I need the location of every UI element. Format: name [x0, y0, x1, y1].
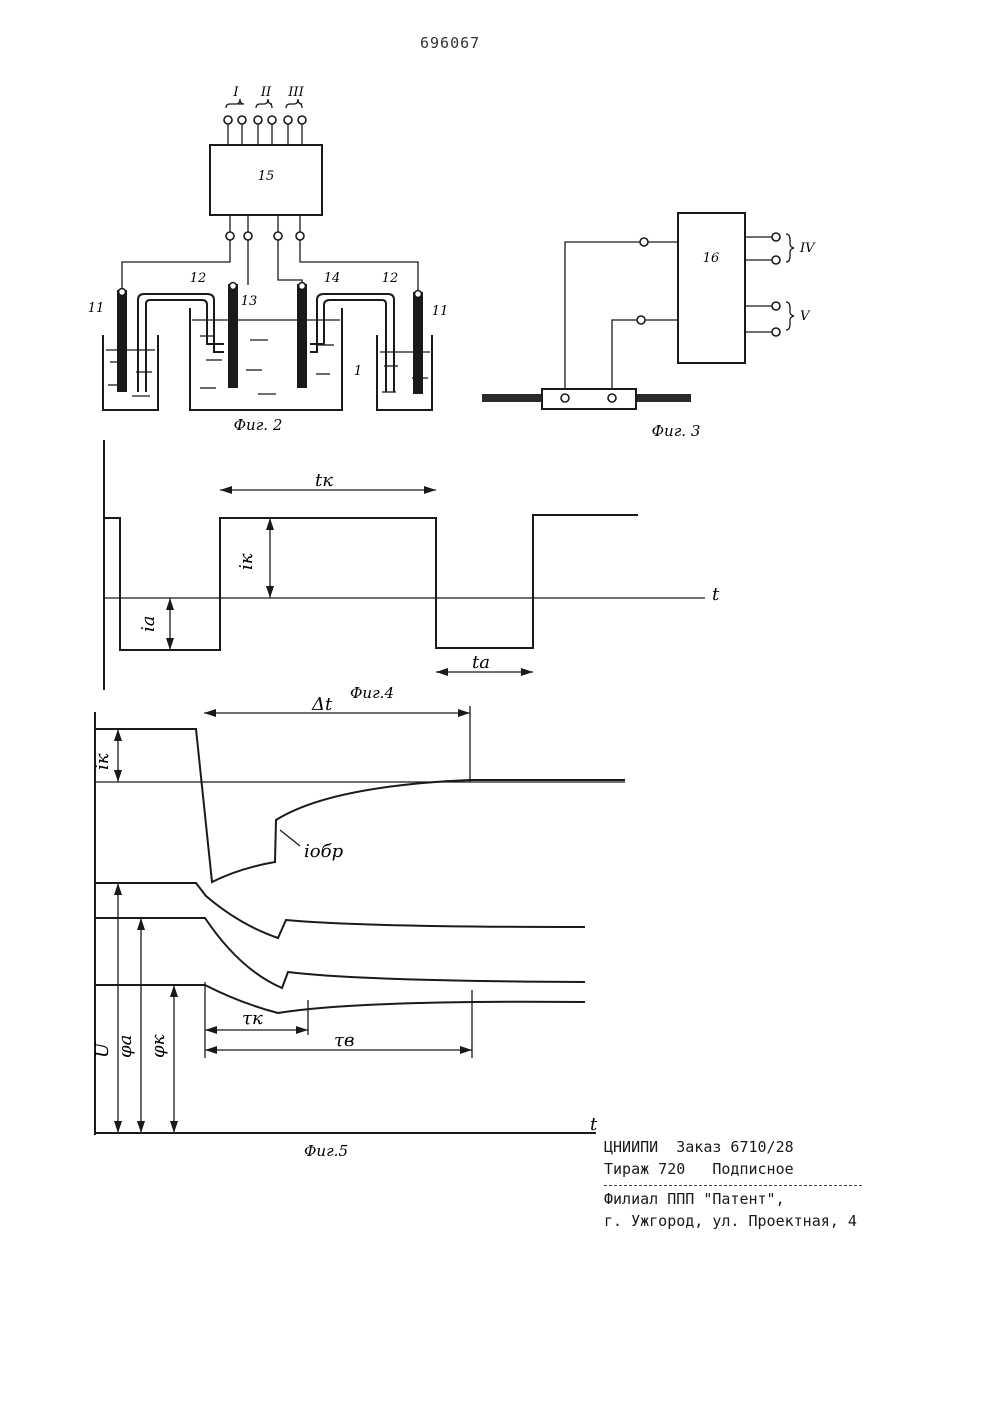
fig5-current-curve — [95, 729, 625, 882]
fig3-caption: Фиг. 3 — [652, 422, 701, 440]
imprint-line-4: г. Ужгород, ул. Проектная, 4 — [604, 1210, 904, 1232]
fig4-tk-label: tк — [315, 470, 333, 491]
terminal-group-I: I — [232, 85, 239, 100]
fig2-top-terminals: I II III — [224, 85, 306, 145]
terminal-group-III: III — [287, 85, 304, 100]
electrode-14 — [297, 284, 307, 388]
imprint-line-1: ЦНИИПИ Заказ 6710/28 — [604, 1136, 904, 1158]
label-11-left: 11 — [88, 301, 105, 316]
fig5-ik-label: iк — [92, 753, 113, 770]
label-11-right: 11 — [432, 304, 449, 319]
fig5-t-label: t — [590, 1114, 598, 1135]
fig4-chart: t tк iк ia ta Фиг.4 — [104, 440, 720, 702]
fig4-caption: Фиг.4 — [350, 684, 394, 702]
fig4-t-label: t — [712, 584, 720, 605]
imprint-block: ЦНИИПИ Заказ 6710/28 Тираж 720 Подписное… — [604, 1136, 904, 1232]
fig2-caption: Фиг. 2 — [234, 416, 283, 434]
fig4-pulse-waveform — [104, 515, 638, 650]
fig5-phi-k-label: φк — [148, 1034, 169, 1058]
fig5-dt-label: Δt — [311, 694, 333, 715]
fig5-caption: Фиг.5 — [304, 1142, 348, 1160]
fig5-tau-v-label: τв — [334, 1030, 354, 1051]
electrode-11-left — [117, 290, 127, 392]
fig4-ia-label: ia — [138, 616, 159, 633]
fig2-diagram: 15 I II III — [88, 85, 449, 434]
fig5-voltage-curve-phi-a — [95, 918, 585, 988]
imprint-line-3: Филиал ППП "Патент", — [604, 1188, 904, 1210]
electrode-13 — [228, 284, 238, 388]
fig5-tau-k-label: τк — [242, 1008, 263, 1029]
terminal-group-II: II — [260, 85, 272, 100]
label-12-right: 12 — [382, 271, 399, 286]
electrode-11-right — [413, 292, 423, 394]
imprint-divider — [604, 1185, 862, 1186]
central-vessel — [190, 308, 342, 410]
fig5-chart: t Δt iк iобр U φа φк τк — [92, 694, 625, 1160]
output-group-IV: IV — [799, 241, 816, 256]
fig5-u-label: U — [92, 1042, 113, 1058]
fig4-ta-label: ta — [472, 652, 490, 673]
block-15-label: 15 — [258, 169, 275, 184]
fig5-iobr-label: iобр — [304, 841, 344, 862]
fig5-phi-a-label: φа — [115, 1035, 136, 1058]
block-16 — [678, 213, 745, 363]
output-group-V: V — [800, 309, 811, 324]
sensor-probe — [542, 389, 636, 409]
label-14: 14 — [324, 271, 341, 286]
fig5-voltage-curve-u — [95, 883, 585, 938]
label-1: 1 — [354, 364, 362, 379]
fig4-ik-label: iк — [236, 553, 257, 570]
fig3-diagram: 16 IV V Фиг. 3 — [482, 213, 816, 440]
fig5-voltage-curve-phi-k — [95, 985, 585, 1013]
imprint-line-2: Тираж 720 Подписное — [604, 1158, 904, 1180]
label-12-left: 12 — [190, 271, 207, 286]
label-13: 13 — [241, 294, 258, 309]
fig2-bottom-terminals — [122, 215, 418, 292]
block-16-label: 16 — [703, 251, 720, 266]
